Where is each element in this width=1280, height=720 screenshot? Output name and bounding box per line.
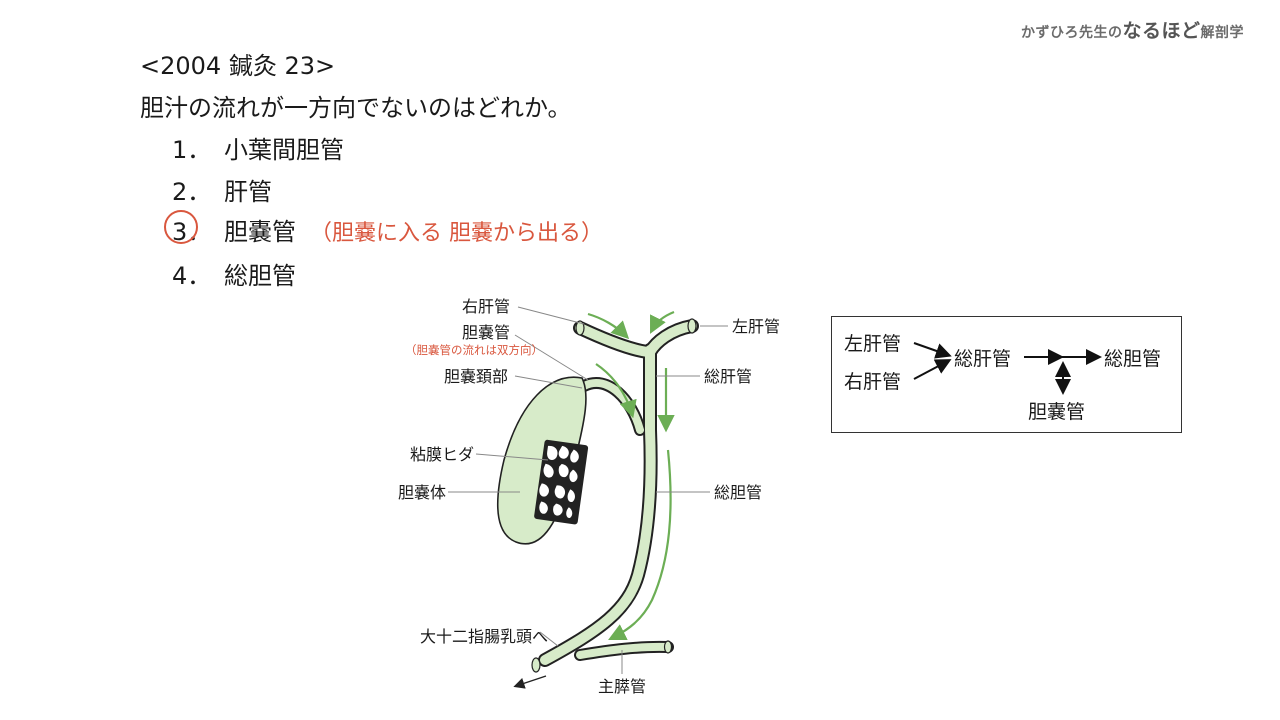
label-duodenum: 大十二指腸乳頭へ bbox=[420, 627, 548, 646]
choice-2: 2． 肝管 bbox=[172, 172, 272, 207]
choice-3: 3．胆嚢管（胆嚢に入る 胆嚢から出る） bbox=[164, 210, 603, 247]
choice-number: 1． bbox=[172, 136, 212, 164]
arrow-left-to-common bbox=[913, 342, 952, 359]
choice-number: 4． bbox=[172, 262, 212, 290]
flow-arrow-left-hepatic bbox=[650, 310, 675, 334]
label-cystic-note: （胆嚢管の流れは双方向） bbox=[405, 343, 543, 357]
flow-arrow-to-duodenum bbox=[513, 675, 547, 689]
flow-arrows bbox=[913, 342, 1102, 395]
label-left-hepatic: 左肝管 bbox=[732, 317, 780, 336]
question-header: <2004 鍼灸 23> bbox=[140, 52, 336, 80]
flow-common-bile: 総胆管 bbox=[1104, 348, 1162, 370]
biliary-anatomy-figure: 右肝管 胆嚢管 （胆嚢管の流れは双方向） 胆嚢頚部 粘膜ヒダ 胆嚢体 大十二指腸… bbox=[398, 297, 780, 696]
label-common-hepatic: 総肝管 bbox=[704, 367, 752, 386]
correct-answer-circle bbox=[164, 210, 198, 244]
label-cystic-duct: 胆嚢管 bbox=[462, 323, 510, 342]
flow-right-hepatic: 右肝管 bbox=[844, 371, 902, 393]
arrow-right-to-common bbox=[913, 359, 952, 380]
choice-label: 小葉間胆管 bbox=[224, 136, 344, 164]
brand-main: なるほど bbox=[1122, 20, 1201, 42]
label-body: 胆嚢体 bbox=[398, 483, 446, 502]
question-text: 胆汁の流れが一方向でないのはどれか。 bbox=[140, 94, 572, 122]
brand-suffix: 解剖学 bbox=[1200, 25, 1244, 41]
choice-annotation: （胆嚢に入る 胆嚢から出る） bbox=[310, 221, 603, 246]
flow-diagram: 左肝管 右肝管 総肝管 総胆管 胆嚢管 bbox=[831, 316, 1182, 433]
flow-left-hepatic: 左肝管 bbox=[844, 333, 902, 355]
mucosal-folds bbox=[534, 439, 589, 525]
choice-label: 総胆管 bbox=[224, 262, 296, 290]
choice-number: 2． bbox=[172, 178, 212, 206]
brand-prefix: かずひろ先生の bbox=[1020, 25, 1123, 41]
label-right-hepatic: 右肝管 bbox=[462, 297, 510, 316]
flow-arrow-cystic-in bbox=[595, 363, 637, 419]
label-neck: 胆嚢頚部 bbox=[444, 367, 508, 386]
choice-label: 胆嚢管 bbox=[224, 218, 296, 246]
label-pancreatic: 主膵管 bbox=[598, 677, 646, 696]
choice-label: 肝管 bbox=[224, 178, 272, 206]
label-mucosa: 粘膜ヒダ bbox=[410, 445, 474, 464]
brand-logo: かずひろ先生のなるほど解剖学 bbox=[1021, 16, 1244, 43]
gallbladder bbox=[497, 376, 587, 545]
flow-common-hepatic: 総肝管 bbox=[954, 348, 1012, 370]
flow-arrow-right-hepatic bbox=[587, 312, 630, 340]
choice-4: 4． 総胆管 bbox=[172, 256, 296, 291]
choice-1: 1． 小葉間胆管 bbox=[172, 130, 344, 165]
label-common-bile: 総胆管 bbox=[714, 483, 762, 502]
flow-cystic: 胆嚢管 bbox=[1028, 401, 1086, 423]
